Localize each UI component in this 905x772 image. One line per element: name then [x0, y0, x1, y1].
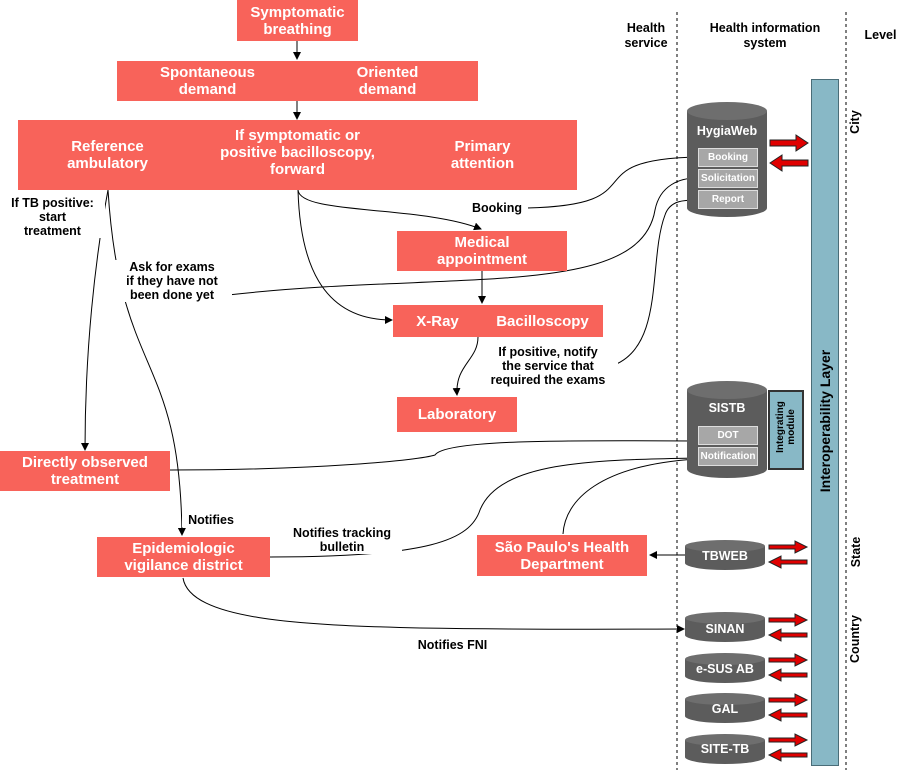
primary-attention: Primary attention — [450, 138, 515, 172]
ask-exams-label: Ask for exams if they have not been done… — [112, 260, 232, 302]
interoperability-layer — [811, 79, 839, 766]
level-country: Country — [848, 615, 862, 663]
esus-cylinder — [685, 653, 765, 683]
esus-label: e-SUS AB — [696, 662, 754, 676]
medical-appointment: Medical appointment — [397, 231, 567, 271]
tbweb-label: TBWEB — [702, 549, 748, 563]
sitetb-cylinder — [685, 734, 765, 764]
interoperability-layer-label: Interoperability Layer — [817, 349, 833, 493]
epidemiologic-vigilance-district: Epidemiologic vigilance district — [97, 537, 270, 577]
tb-positive-label: If TB positive: start treatment — [0, 196, 105, 238]
sistb-title: SISTB — [708, 401, 746, 415]
header-health-information-system: Health information system — [709, 21, 821, 50]
header-health-service: Health service — [624, 21, 668, 50]
oriented-demand: Oriented demand — [356, 64, 419, 98]
integrating-module — [768, 390, 804, 470]
sitetb-sync-arrows — [767, 733, 809, 762]
hygiaweb-solicitation: Solicitation — [698, 169, 758, 188]
notifies-label: Notifies — [182, 513, 240, 527]
notifies-fni-label: Notifies FNI — [417, 638, 488, 652]
gal-sync-arrows — [767, 693, 809, 722]
sistb-notification: Notification — [698, 447, 758, 466]
forward-box — [18, 120, 577, 190]
laboratory: Laboratory — [397, 397, 517, 432]
bacilloscopy: Bacilloscopy — [496, 312, 589, 330]
tracking-bulletin-label: Notifies tracking bulletin — [282, 526, 402, 554]
symptomatic-breathing-box: Symptomatic breathing — [237, 0, 358, 41]
level-state: State — [849, 536, 863, 568]
sistb-dot: DOT — [698, 426, 758, 445]
booking-label: Booking — [466, 201, 528, 215]
gal-label: GAL — [711, 702, 739, 716]
integrating-module-label: Integrating module — [775, 401, 797, 453]
sinan-cylinder — [685, 612, 765, 642]
hygiaweb-report: Report — [698, 190, 758, 209]
forward-condition: If symptomatic or positive bacilloscopy,… — [220, 127, 375, 178]
sao-paulo-health-department: São Paulo's Health Department — [477, 535, 647, 576]
hygiaweb-sync-arrows — [769, 134, 809, 172]
demand-box — [117, 61, 478, 101]
header-level: Level — [864, 28, 897, 42]
directly-observed-treatment: Directly observed treatment — [0, 451, 170, 491]
xray: X-Ray — [416, 312, 459, 330]
sinan-sync-arrows — [767, 613, 809, 642]
gal-cylinder — [685, 693, 765, 723]
tbweb-sync-arrows — [767, 540, 809, 569]
spontaneous-demand: Spontaneous demand — [159, 64, 255, 98]
if-positive-label: If positive, notify the service that req… — [478, 345, 618, 387]
esus-sync-arrows — [767, 653, 809, 682]
reference-ambulatory: Reference ambulatory — [67, 138, 148, 172]
tbweb-cylinder — [685, 540, 765, 570]
hygiaweb-booking: Booking — [698, 148, 758, 167]
sitetb-label: SITE-TB — [700, 742, 750, 756]
level-city: City — [848, 110, 862, 134]
hygiaweb-title: HygiaWeb — [696, 124, 758, 138]
sinan-label: SINAN — [705, 622, 745, 636]
exams-box — [393, 305, 603, 337]
